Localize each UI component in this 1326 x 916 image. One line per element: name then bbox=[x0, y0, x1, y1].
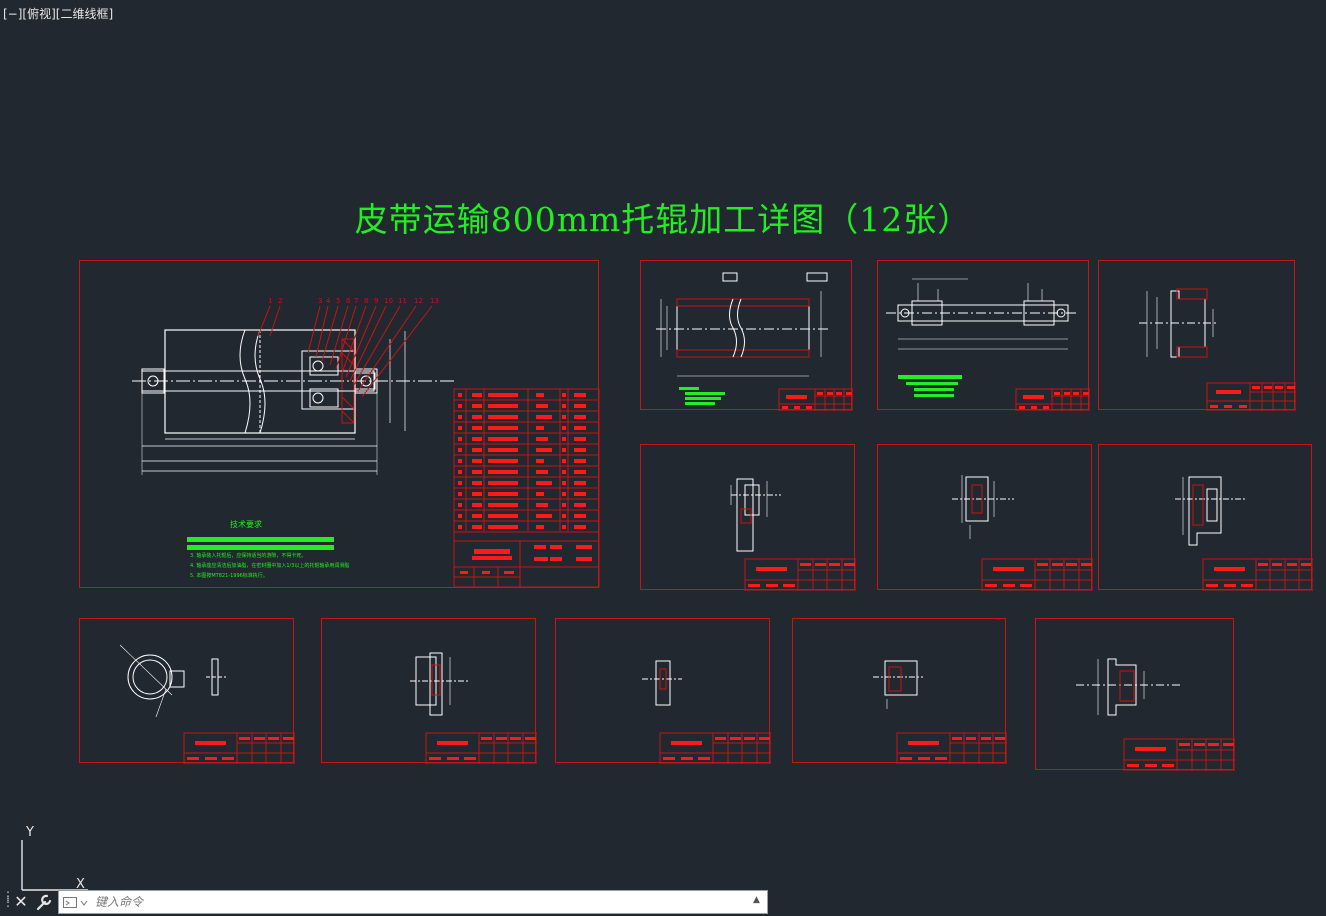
detail-sheet-washer[interactable] bbox=[555, 618, 771, 764]
note-line: 4. 轴承座应清洁后加油脂，在密封圈中加入1/3以上的托辊轴承用润滑脂 bbox=[190, 562, 349, 569]
end-cap-drawing bbox=[730, 478, 856, 591]
detail-sheet-labyrinth[interactable] bbox=[1098, 444, 1313, 591]
seal-ring-drawing bbox=[952, 475, 1093, 591]
title-block bbox=[1206, 382, 1296, 411]
outer-seal-drawing bbox=[873, 660, 1007, 764]
drawing-title: 皮带运输800mm托辊加工详图（12张） bbox=[354, 200, 972, 239]
detail-sheet-bearing-seat[interactable] bbox=[1098, 260, 1296, 411]
balloon-number: 1 bbox=[268, 297, 272, 305]
title-block bbox=[1202, 558, 1313, 591]
title-block bbox=[1015, 388, 1090, 411]
labyrinth-drawing bbox=[1175, 476, 1313, 591]
balloon-number: 2 bbox=[278, 297, 282, 305]
detail-sheet-seal-ring[interactable] bbox=[877, 444, 1093, 591]
balloon-number: 4 bbox=[326, 297, 331, 305]
detail-sheet-inner-seal[interactable] bbox=[321, 618, 537, 764]
assembly-drawing: 1 2 3 4 5 6 7 8 9 10 11 12 13 技术要求 3. 轴承… bbox=[132, 297, 600, 588]
tube-drawing bbox=[656, 272, 853, 411]
balloon-number: 11 bbox=[398, 297, 407, 305]
title-block bbox=[425, 732, 537, 764]
inner-seal-drawing bbox=[410, 652, 537, 764]
command-input[interactable] bbox=[95, 893, 735, 911]
balloon-number: 6 bbox=[346, 297, 351, 305]
bearing-seat-drawing bbox=[1139, 288, 1296, 411]
balloon-number: 10 bbox=[384, 297, 393, 305]
balloon-number: 3 bbox=[318, 297, 322, 305]
washer-drawing bbox=[642, 660, 771, 764]
wrench-icon[interactable] bbox=[34, 892, 54, 912]
detail-sheet-flange[interactable] bbox=[1035, 618, 1235, 771]
note-line: 3. 轴承装入托辊后，应保持适当的游隙，不得卡死。 bbox=[190, 552, 306, 559]
parts-list-table bbox=[453, 388, 600, 588]
title-block bbox=[183, 732, 295, 764]
close-icon[interactable]: ✕ bbox=[14, 892, 28, 911]
balloon-number: 13 bbox=[430, 297, 439, 305]
balloon-number: 8 bbox=[364, 297, 368, 305]
title-block bbox=[778, 388, 853, 411]
flange-drawing bbox=[1076, 658, 1235, 771]
ucs-y-label: Y bbox=[25, 825, 34, 840]
note-line: 5. 本图按MT821-1996标准执行。 bbox=[190, 572, 268, 579]
viewport-controls-label[interactable]: [−][俯视][二维线框] bbox=[3, 7, 114, 21]
drag-handle-icon[interactable]: ⋮⋮ bbox=[2, 889, 14, 909]
detail-sheet-circlip[interactable] bbox=[79, 618, 295, 764]
notes-heading: 技术要求 bbox=[230, 519, 262, 529]
command-input-field[interactable]: ▲ bbox=[58, 890, 768, 914]
balloon-number: 7 bbox=[354, 297, 358, 305]
detail-sheet-tube[interactable] bbox=[640, 260, 853, 411]
ucs-x-label: X bbox=[76, 877, 85, 892]
title-block bbox=[896, 732, 1007, 764]
command-history-icon[interactable]: ▲ bbox=[753, 895, 760, 905]
command-line-bar: ⋮⋮ ✕ ▲ bbox=[0, 888, 770, 916]
balloon-number: 5 bbox=[336, 297, 340, 305]
detail-sheet-shaft[interactable] bbox=[877, 260, 1090, 411]
command-prompt-icon[interactable] bbox=[63, 896, 91, 910]
ucs-icon: Y X bbox=[21, 825, 88, 892]
title-block bbox=[744, 558, 856, 591]
title-block bbox=[659, 732, 771, 764]
balloon-number: 9 bbox=[374, 297, 378, 305]
circlip-drawing bbox=[119, 644, 295, 764]
title-block bbox=[981, 558, 1093, 591]
detail-sheet-outer-seal[interactable] bbox=[792, 618, 1007, 764]
balloon-number: 12 bbox=[414, 297, 423, 305]
title-block bbox=[1123, 738, 1235, 771]
shaft-drawing bbox=[886, 278, 1090, 411]
assembly-sheet[interactable]: 1 2 3 4 5 6 7 8 9 10 11 12 13 技术要求 3. 轴承… bbox=[79, 260, 600, 588]
detail-sheet-end-cap[interactable] bbox=[640, 444, 856, 591]
